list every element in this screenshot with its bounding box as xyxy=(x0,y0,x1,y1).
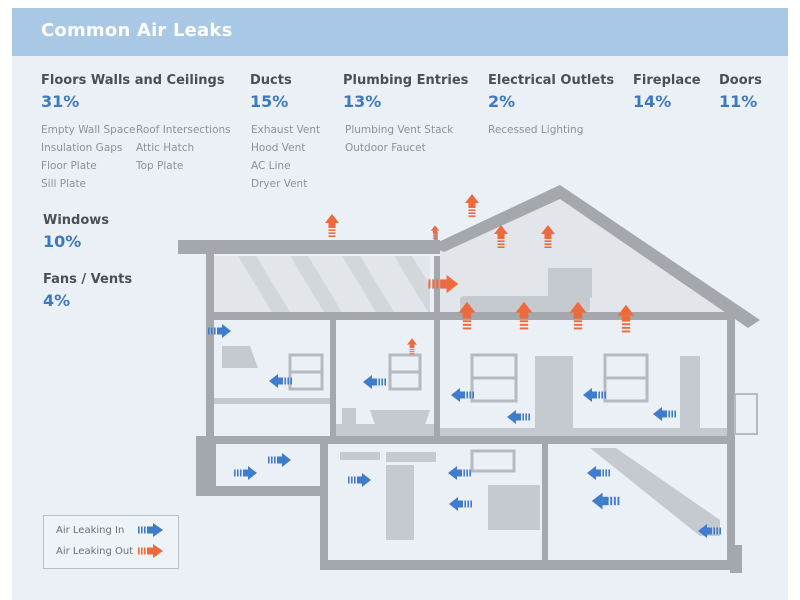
air-leaking-in-arrow xyxy=(234,466,257,480)
air-leaking-in-arrow xyxy=(348,473,371,487)
category-fireplace: Fireplace 14% xyxy=(633,73,701,111)
air-leaking-in-arrow xyxy=(591,492,620,510)
air-leaking-in-arrow xyxy=(507,410,530,424)
list-item: Empty Wall Space xyxy=(41,124,136,136)
list-item: Dryer Vent xyxy=(251,178,308,190)
list-item: Outdoor Faucet xyxy=(345,142,426,154)
category-name: Fireplace xyxy=(633,73,701,88)
air-leaking-out-icon xyxy=(138,544,163,558)
air-leaking-out-arrow xyxy=(325,214,339,237)
house-structure xyxy=(178,185,760,573)
legend-label-in: Air Leaking In xyxy=(56,525,125,536)
category-ducts: Ducts 15% xyxy=(250,73,292,111)
title-banner xyxy=(12,8,788,56)
air-leaking-out-arrow xyxy=(465,194,479,217)
category-electrical-outlets: Electrical Outlets 2% xyxy=(488,73,614,111)
air-leaking-out-arrow xyxy=(407,338,417,355)
list-item: AC Line xyxy=(251,160,291,172)
category-percent: 4% xyxy=(43,291,71,310)
legend: Air Leaking In Air Leaking Out xyxy=(43,515,179,569)
list-item: Insulation Gaps xyxy=(41,142,123,154)
category-items-electrical: Recessed Lighting xyxy=(488,121,583,139)
category-percent: 13% xyxy=(343,92,382,111)
category-name: Ducts xyxy=(250,73,292,88)
air-leaking-in-arrow xyxy=(587,466,610,480)
category-percent: 2% xyxy=(488,92,516,111)
legend-label-out: Air Leaking Out xyxy=(56,546,134,557)
air-leaking-in-arrow xyxy=(363,375,386,389)
category-fans-vents: Fans / Vents 4% xyxy=(43,272,132,310)
category-items-floors-col1: Empty Wall Space Insulation Gaps Floor P… xyxy=(41,121,136,193)
air-leaking-in-icon xyxy=(138,523,163,537)
list-item: Floor Plate xyxy=(41,160,97,172)
category-percent: 15% xyxy=(250,92,289,111)
list-item: Hood Vent xyxy=(251,142,306,154)
category-name: Doors xyxy=(719,73,762,88)
air-leaking-in-arrow xyxy=(448,466,471,480)
category-name: Plumbing Entries xyxy=(343,73,469,88)
category-percent: 31% xyxy=(41,92,80,111)
list-item: Top Plate xyxy=(136,160,184,172)
category-name: Windows xyxy=(43,213,110,228)
list-item: Plumbing Vent Stack xyxy=(345,124,454,136)
category-doors: Doors 11% xyxy=(719,73,762,111)
list-item: Sill Plate xyxy=(41,178,87,190)
category-percent: 11% xyxy=(719,92,758,111)
category-name: Electrical Outlets xyxy=(488,73,615,88)
category-windows: Windows 10% xyxy=(43,213,109,251)
category-items-ducts: Exhaust Vent Hood Vent AC Line Dryer Ven… xyxy=(251,121,320,193)
category-items-plumbing: Plumbing Vent Stack Outdoor Faucet xyxy=(345,121,453,157)
list-item: Roof Intersections xyxy=(136,124,231,136)
air-leaking-in-arrow xyxy=(268,453,291,467)
category-percent: 10% xyxy=(43,232,82,251)
air-leaking-in-arrow xyxy=(653,407,676,421)
category-plumbing-entries: Plumbing Entries 13% xyxy=(343,73,468,111)
category-floors-walls-ceilings: Floors Walls and Ceilings 31% xyxy=(41,73,225,111)
category-items-floors-col2: Roof Intersections Attic Hatch Top Plate xyxy=(136,121,231,175)
category-percent: 14% xyxy=(633,92,672,111)
air-leaking-in-arrow xyxy=(449,497,472,511)
list-item: Exhaust Vent xyxy=(251,124,321,136)
list-item: Attic Hatch xyxy=(136,142,195,154)
category-name: Fans / Vents xyxy=(43,272,133,287)
category-name: Floors Walls and Ceilings xyxy=(41,73,225,88)
air-leaking-in-arrow xyxy=(583,388,606,402)
page-title: Common Air Leaks xyxy=(41,20,233,41)
list-item: Recessed Lighting xyxy=(488,124,584,136)
